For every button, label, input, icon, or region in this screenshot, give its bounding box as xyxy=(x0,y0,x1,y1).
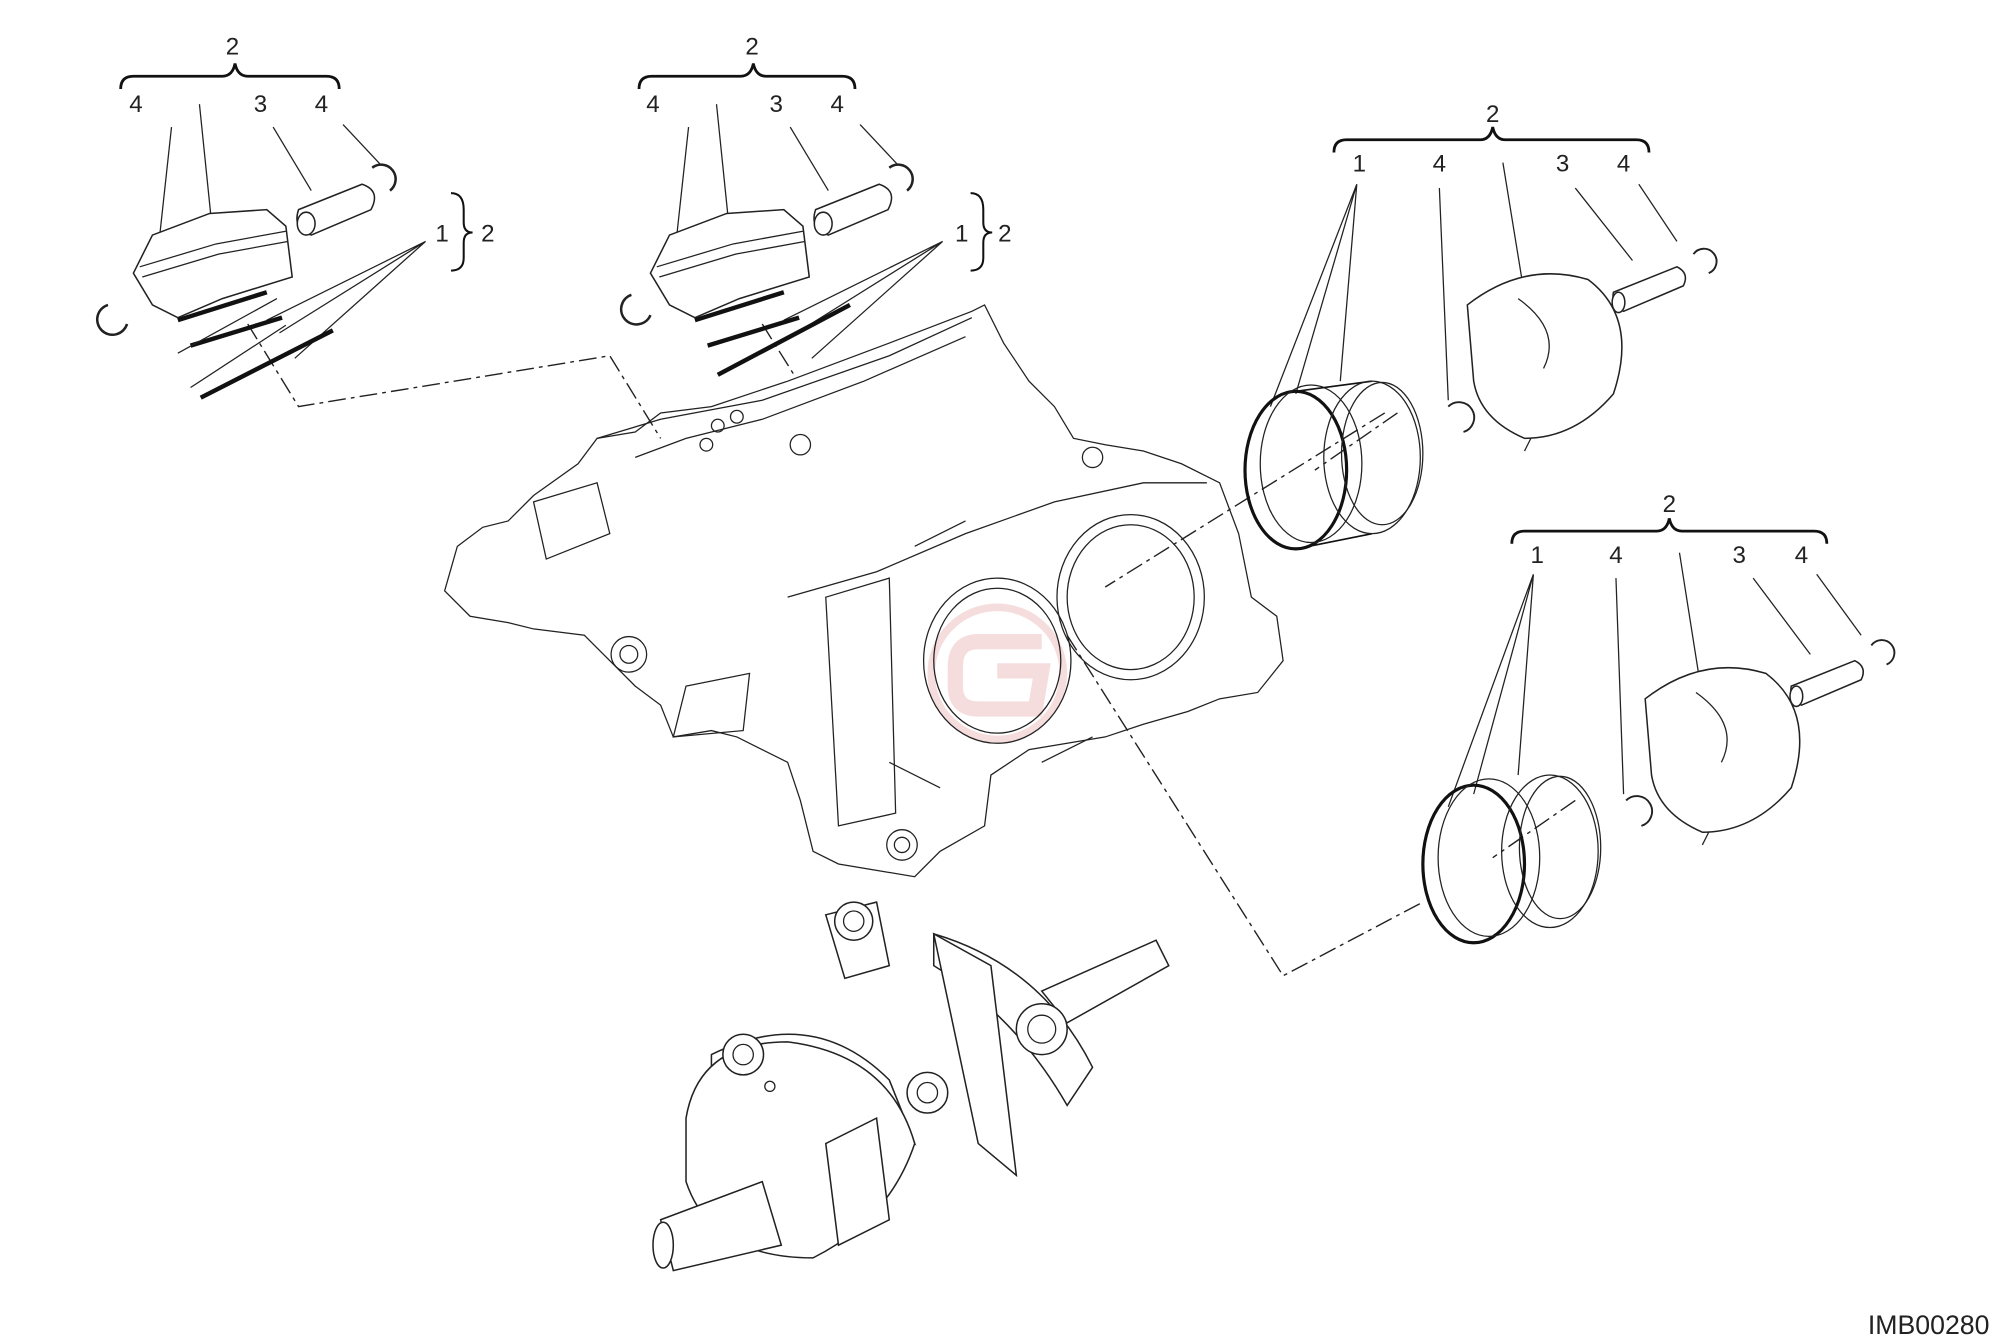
callout-rings: 1 xyxy=(955,220,968,247)
callout-rings: 1 xyxy=(435,220,448,247)
callout-assembly: 2 xyxy=(745,34,758,61)
alignment-line xyxy=(1314,412,1398,471)
piston-group-2: 2 4 3 4 1 2 xyxy=(619,34,1012,377)
callout-circlip: 4 xyxy=(1795,542,1808,569)
alignment-line xyxy=(1066,634,1424,977)
crankshaft xyxy=(652,901,1170,1272)
alignment-line xyxy=(1492,799,1576,859)
callout-rings-assembly: 2 xyxy=(998,220,1011,247)
callout-circlip: 4 xyxy=(315,91,328,118)
callout-pin: 3 xyxy=(770,91,783,118)
piston-group-1: 2 4 3 4 1 2 xyxy=(95,34,495,400)
callout-rings: 1 xyxy=(1353,151,1366,178)
callout-circlip: 4 xyxy=(1609,542,1622,569)
callout-circlip: 4 xyxy=(646,91,659,118)
reference-code: IMB00280 xyxy=(1868,1310,1990,1340)
callout-assembly: 2 xyxy=(226,34,239,61)
callout-circlip: 4 xyxy=(1433,151,1446,178)
callout-assembly: 2 xyxy=(1486,101,1499,128)
callout-assembly: 2 xyxy=(1663,491,1676,518)
alignment-line xyxy=(247,323,662,439)
callout-pin: 3 xyxy=(254,91,267,118)
callout-pin: 3 xyxy=(1732,542,1745,569)
alignment-line xyxy=(1104,412,1386,588)
callout-circlip: 4 xyxy=(1617,151,1630,178)
alignment-line xyxy=(761,323,795,376)
crankcase xyxy=(443,304,1284,878)
piston-group-3: 2 1 4 3 4 xyxy=(1243,101,1718,551)
callout-circlip: 4 xyxy=(830,91,843,118)
callout-rings: 1 xyxy=(1530,542,1543,569)
callout-pin: 3 xyxy=(1556,151,1569,178)
callout-circlip: 4 xyxy=(129,91,142,118)
callout-rings-assembly: 2 xyxy=(481,220,494,247)
watermark-logo xyxy=(927,603,1068,744)
piston-group-4: 2 1 4 3 4 xyxy=(1421,491,1896,945)
